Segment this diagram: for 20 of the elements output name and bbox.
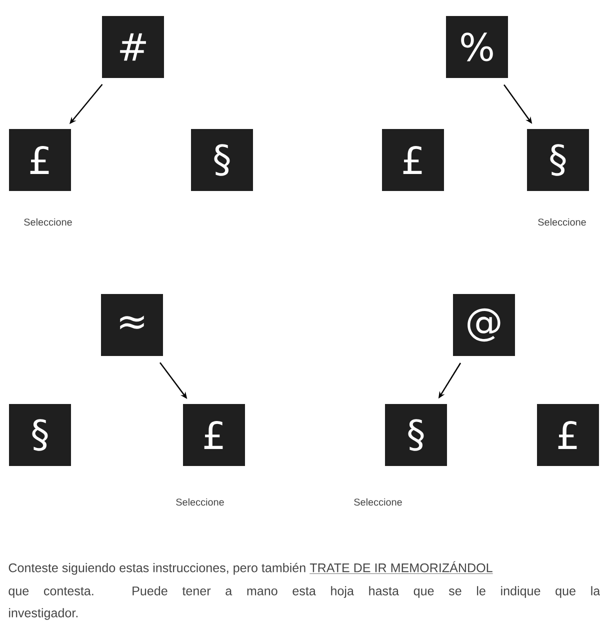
symbol-box: §: [385, 404, 447, 466]
symbol-box: £: [382, 129, 444, 191]
symbol-box: #: [102, 16, 164, 78]
symbol-box: %: [446, 16, 508, 78]
symbol-box: §: [9, 404, 71, 466]
symbol-box: @: [453, 294, 515, 356]
symbol-box: £: [183, 404, 245, 466]
instruction-text: TRATE DE IR MEMORIZÁNDOL: [309, 561, 494, 574]
instruction-text: investigador.: [9, 608, 78, 620]
symbol-box: £: [9, 129, 71, 191]
symbol-box: §: [191, 129, 253, 191]
node-label: Seleccione: [24, 218, 72, 226]
symbol-box: §: [527, 129, 589, 191]
node-label: Seleccione: [176, 498, 224, 506]
symbol-box: £: [537, 404, 599, 466]
node-label: Seleccione: [538, 218, 586, 226]
instruction-text: Conteste siguiendo estas instrucciones, pero también: [8, 562, 306, 575]
node-label: Seleccione: [354, 498, 402, 506]
instruction-text: que contesta. Puede tener a mano esta hoja hasta que se le indique que la: [8, 586, 600, 598]
symbol-box: ≈: [101, 294, 163, 356]
